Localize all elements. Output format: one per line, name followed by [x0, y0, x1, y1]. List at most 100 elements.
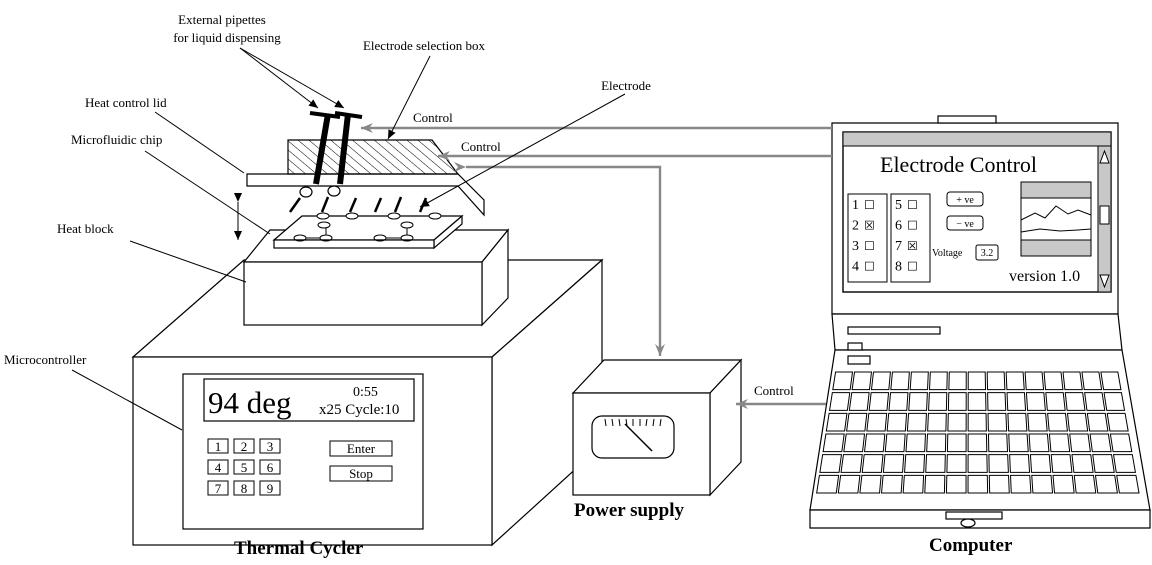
keyboard-key — [868, 392, 890, 411]
microfluidic-chip — [272, 214, 464, 250]
keyboard-key — [945, 474, 967, 494]
keyboard-key — [1009, 454, 1031, 473]
keyboard-key — [888, 392, 909, 411]
keypad-key-7[interactable]: 7 — [207, 480, 229, 496]
keyboard-key — [819, 454, 842, 473]
keyboard-key — [861, 454, 884, 473]
electrode-option-8[interactable]: 8☐ — [895, 260, 918, 275]
keyboard-key — [851, 371, 873, 391]
checked-checkbox-icon[interactable]: ☒ — [907, 239, 918, 253]
keypad-key-3[interactable]: 3 — [259, 438, 281, 454]
keyboard-key — [1073, 474, 1097, 494]
keyboard-key — [987, 392, 1007, 411]
checkbox-icon[interactable]: ☐ — [864, 239, 875, 253]
keypad-key-9[interactable]: 9 — [259, 480, 281, 496]
keypad-key-label: 1 — [215, 439, 222, 454]
keyboard — [816, 371, 1140, 494]
electrode-number: 1 — [852, 198, 859, 213]
electrode-label: Electrode — [601, 78, 651, 93]
control-label-3: Control — [754, 383, 794, 398]
pipettes-label-line2: for liquid dispensing — [173, 30, 281, 45]
scroll-up-icon[interactable] — [1099, 149, 1110, 164]
electrode-number: 5 — [895, 198, 902, 213]
electrode-checkboxes: 1☐2☒3☐4☐5☐6☐7☒8☐ — [852, 198, 918, 275]
keypad-key-6[interactable]: 6 — [259, 459, 281, 475]
scroll-down-icon[interactable] — [1099, 274, 1110, 289]
keypad-key-8[interactable]: 8 — [233, 480, 255, 496]
keyboard-key — [1092, 454, 1115, 473]
keyboard-key — [882, 454, 905, 473]
keypad-key-4[interactable]: 4 — [207, 459, 229, 475]
keyboard-key — [886, 412, 908, 432]
electrode-option-7[interactable]: 7☒ — [895, 239, 918, 254]
voltage-label: Voltage — [932, 248, 963, 259]
keypad-key-label: 2 — [241, 439, 248, 454]
keyboard-key — [1066, 412, 1089, 432]
electrode-option-2[interactable]: 2☒ — [852, 219, 875, 234]
electrode-number: 3 — [852, 239, 859, 254]
checkbox-icon[interactable]: ☐ — [907, 198, 918, 212]
keypad-key-label: 6 — [267, 460, 274, 475]
keyboard-key — [822, 433, 845, 453]
keyboard-key — [946, 454, 967, 473]
electrode-option-3[interactable]: 3☐ — [852, 239, 875, 254]
keypad-key-1[interactable]: 1 — [207, 438, 229, 454]
positive-button-label: + ve — [956, 195, 974, 206]
electrode-option-1[interactable]: 1☐ — [852, 198, 875, 213]
electrode-number: 2 — [852, 219, 859, 234]
heat-control-lid — [246, 173, 485, 217]
keyboard-key — [1028, 433, 1050, 453]
checkbox-icon[interactable]: ☐ — [907, 260, 918, 274]
checked-checkbox-icon[interactable]: ☒ — [864, 219, 875, 233]
power-meter-ticks — [604, 418, 662, 452]
cycle-readout: x25 Cycle:10 — [319, 402, 399, 418]
keyboard-key — [928, 371, 948, 391]
cycler-display — [203, 378, 415, 422]
voltage-value: 3.2 — [981, 248, 994, 259]
keyboard-key — [1112, 454, 1137, 473]
keyboard-key — [988, 474, 1010, 494]
keyboard-key — [870, 371, 891, 391]
power-supply — [571, 358, 743, 497]
keyboard-key — [837, 474, 861, 494]
version-label: version 1.0 — [1009, 268, 1080, 285]
pipettes-label-line1: External pipettes — [178, 12, 266, 27]
keypad-key-2[interactable]: 2 — [233, 438, 255, 454]
keyboard-key — [947, 412, 967, 432]
electrode-option-6[interactable]: 6☐ — [895, 219, 918, 234]
keyboard-key — [967, 412, 987, 432]
keyboard-key — [1007, 412, 1028, 432]
keyboard-key — [902, 474, 925, 494]
electrode-option-4[interactable]: 4☐ — [852, 260, 875, 275]
stop-button[interactable]: Stop — [329, 465, 393, 482]
keyboard-key — [1008, 433, 1029, 453]
checkbox-icon[interactable]: ☐ — [907, 219, 918, 233]
electrode-number: 6 — [895, 219, 902, 234]
negative-button[interactable]: − ve — [946, 215, 984, 231]
keyboard-key — [1094, 474, 1118, 494]
checkbox-icon[interactable]: ☐ — [864, 198, 875, 212]
checkbox-icon[interactable]: ☐ — [864, 260, 875, 274]
electrode-number: 7 — [895, 239, 902, 254]
keyboard-key — [987, 433, 1009, 453]
microcontroller-label: Microcontroller — [4, 352, 87, 367]
electrode-option-5[interactable]: 5☐ — [895, 198, 918, 213]
enter-button[interactable]: Enter — [329, 440, 393, 457]
positive-button[interactable]: + ve — [946, 191, 984, 207]
voltage-field[interactable]: 3.2 — [975, 244, 999, 261]
temperature-readout: 94 deg — [208, 385, 292, 420]
control-label-2: Control — [461, 139, 501, 154]
keyboard-key — [1005, 371, 1025, 391]
electrode-checklist — [847, 193, 931, 283]
keyboard-key — [967, 474, 989, 494]
scroll-thumb[interactable] — [1099, 205, 1110, 225]
keyboard-key — [846, 412, 868, 432]
thermal-cycler-label: Thermal Cycler — [234, 538, 364, 559]
keyboard-key — [909, 371, 929, 391]
keyboard-key — [1109, 433, 1133, 453]
keypad-key-5[interactable]: 5 — [233, 459, 255, 475]
keyboard-key — [1064, 392, 1086, 411]
chip-label: Microfluidic chip — [71, 132, 162, 147]
